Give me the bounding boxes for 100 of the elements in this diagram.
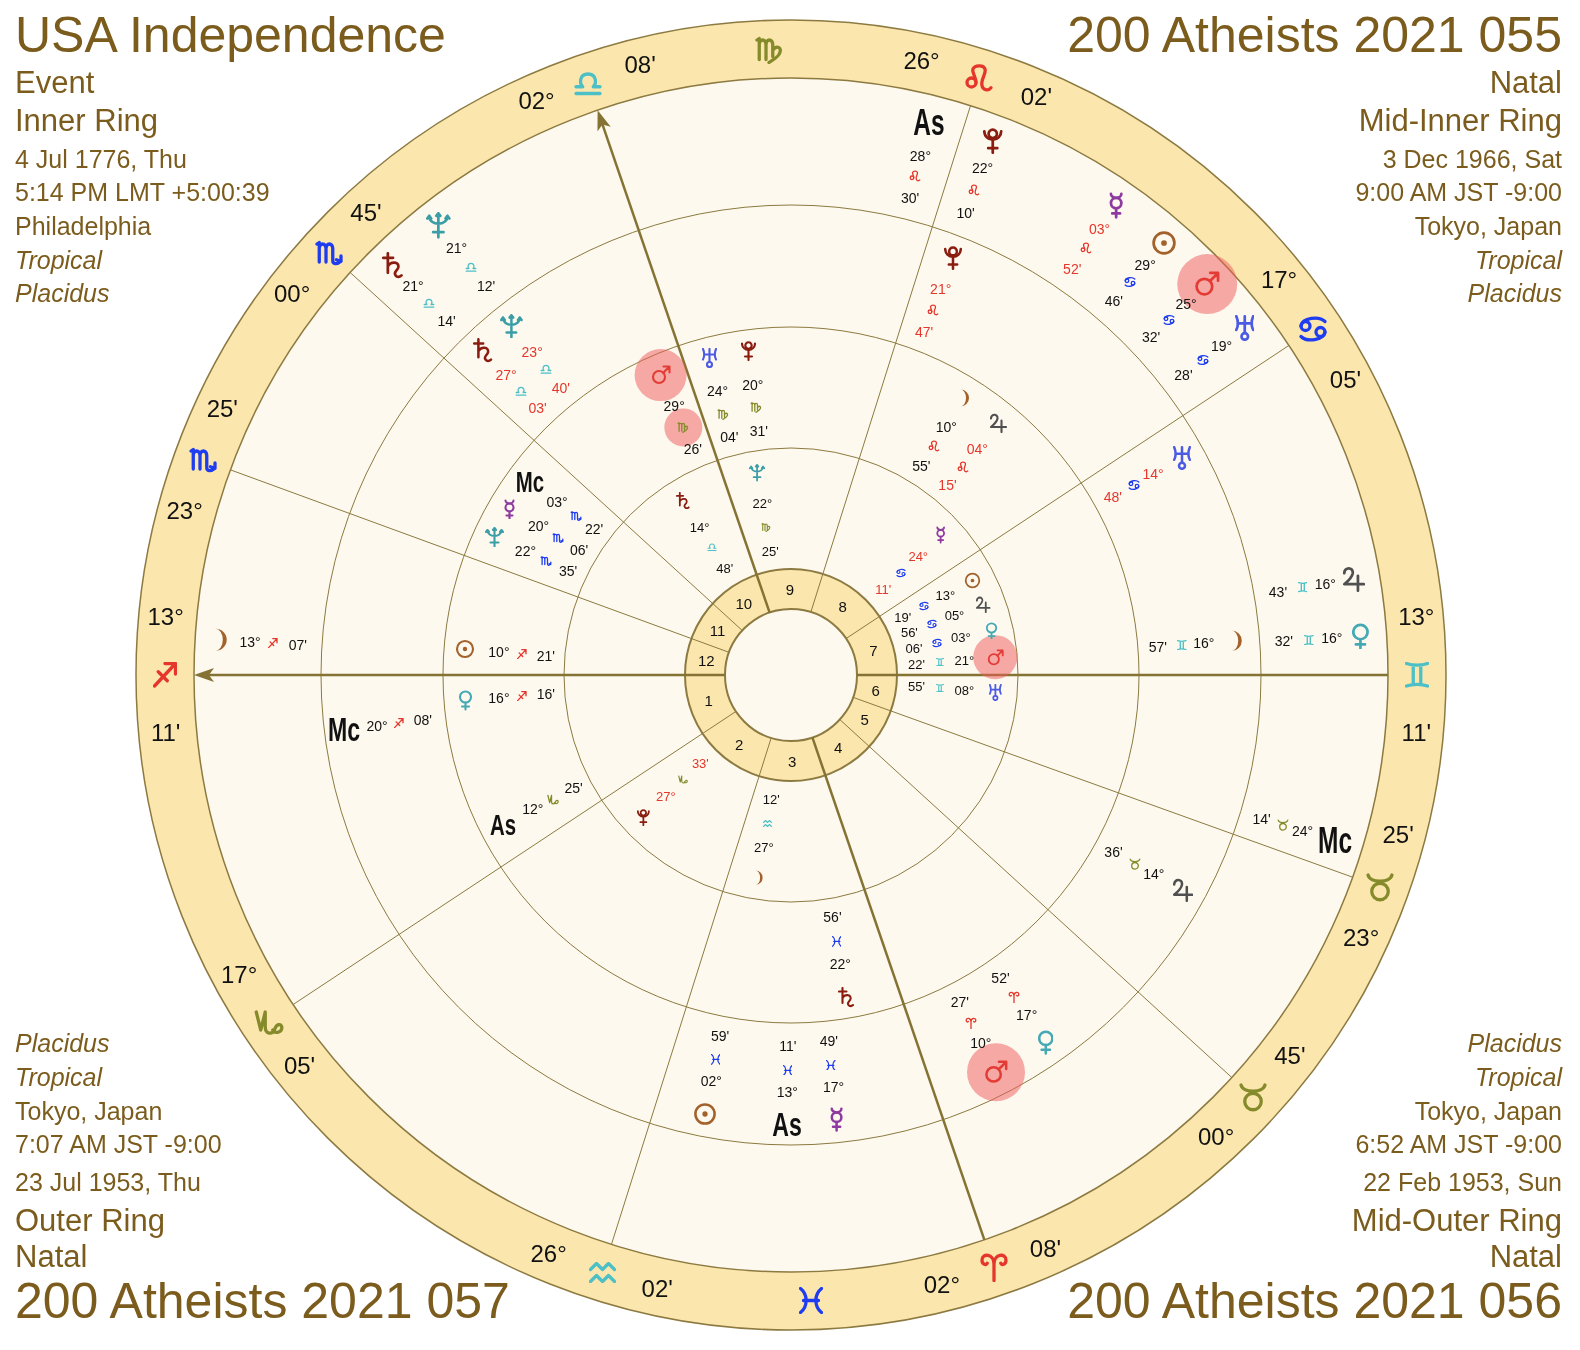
degree-label: 13° [147,605,184,629]
ring-label: Mid-Outer Ring [1351,1203,1562,1239]
degree-label: 17° [822,1079,845,1094]
arc-minute-label: 35' [558,564,578,579]
degree-label: 12° [522,802,544,817]
arc-minute-label: 59' [711,1029,730,1044]
degree-label: 21° [402,279,424,294]
arc-minute-label: 48' [1103,489,1122,504]
degree-label: 17° [1260,267,1298,292]
degree-label: 14° [1143,867,1165,882]
degree-label: 27° [753,840,774,854]
arc-minute-label: 16' [536,687,555,702]
chart-angle-label: As [913,109,945,137]
place-label: Tokyo, Japan [1414,211,1562,241]
house-number: 7 [869,642,878,658]
chart-title: 200 Atheists 2021 056 [1067,1273,1562,1331]
degree-label: 24° [1292,824,1314,839]
degree-label: 19° [1211,338,1233,353]
arc-minute-label: 25' [1382,823,1414,848]
chart-title: USA Independence [15,7,446,65]
house-number: 8 [838,598,847,614]
arc-minute-label: 22' [908,657,925,671]
arc-minute-label: 08' [413,713,432,728]
house-number: 3 [787,753,797,769]
degree-label: 23° [1342,926,1380,951]
arc-minute-label: 52' [1063,261,1082,276]
degree-label: 23° [166,499,203,524]
degree-label: 10° [935,419,957,434]
arc-minute-label: 14' [1252,811,1271,826]
degree-label: 25° [1175,296,1197,311]
arc-minute-label: 27' [950,995,969,1009]
degree-label: 02° [923,1272,960,1297]
house-number: 11 [709,622,726,638]
arc-minute-label: 31' [749,424,768,439]
degree-label: 13° [776,1084,798,1099]
arc-minute-label: 45' [1274,1044,1306,1069]
degree-label: 02° [518,88,555,113]
degree-label: 10° [488,645,510,659]
degree-label: 10° [970,1035,992,1050]
degree-label: 27° [656,789,676,803]
chart-type-label: Natal [15,1239,88,1275]
arc-minute-label: 32' [1274,634,1293,649]
chart-type-label: Natal [1489,65,1562,101]
arc-minute-label: 48' [716,561,734,575]
arc-minute-label: 15' [938,478,957,493]
ring-label: Inner Ring [15,103,159,139]
arc-minute-label: 46' [1104,294,1123,309]
degree-label: 20° [527,519,550,534]
chart-angle-label: As [489,813,516,837]
arc-minute-label: 06' [905,641,923,655]
arc-minute-label: 11' [779,1039,797,1053]
arc-minute-label: 08' [1029,1237,1062,1262]
arc-minute-label: 55' [912,459,931,474]
arc-minute-label: 26' [683,442,703,457]
degree-label: 16° [1193,636,1215,651]
place-label: Tokyo, Japan [1414,1096,1562,1126]
arc-minute-label: 04' [720,429,739,444]
house-number: 6 [871,682,880,698]
house-number: 9 [785,581,795,597]
place-label: Philadelphia [15,211,152,241]
zodiac-label: Tropical [1474,1062,1562,1092]
date-label: 22 Feb 1953, Sun [1363,1167,1562,1197]
degree-label: 22° [514,544,536,559]
arc-minute-label: 10' [956,205,975,220]
arc-minute-label: 36' [1104,845,1123,860]
arc-minute-label: 05' [283,1053,316,1078]
degree-label: 16° [488,691,510,705]
zodiac-label: Tropical [15,245,103,275]
degree-label: 24° [707,384,729,399]
chart-angle-label: Mc [328,716,361,743]
degree-label: 20° [366,718,388,733]
degree-label: 00° [1197,1125,1235,1150]
arc-minute-label: 45' [350,200,382,225]
degree-label: 16° [1314,576,1336,591]
degree-label: 00° [273,281,311,306]
time-label: 9:00 AM JST -9:00 [1355,177,1562,207]
degree-label: 13° [1398,605,1435,629]
degree-label: 21° [446,241,468,256]
arc-minute-label: 25' [564,781,583,796]
degree-label: 29° [1134,257,1156,272]
chart-angle-label: Mc [1318,827,1353,856]
arc-minute-label: 07' [288,637,308,652]
arc-minute-label: 12' [477,279,496,294]
house-number: 10 [735,595,753,611]
time-label: 5:14 PM LMT +5:00:39 [15,177,270,207]
chart-angle-label: As [772,1112,802,1138]
arc-minute-label: 57' [1148,639,1168,654]
arc-minute-label: 28' [1174,367,1193,382]
house-number: 2 [735,736,744,752]
chart-title: 200 Atheists 2021 055 [1067,7,1562,65]
degree-label: 17° [1016,1008,1038,1023]
degree-label: 13° [935,588,956,602]
arc-minute-label: 25' [206,396,238,421]
place-label: Tokyo, Japan [15,1096,163,1126]
house-system-label: Placidus [1467,1028,1562,1058]
date-label: 23 Jul 1953, Thu [15,1167,201,1197]
arc-minute-label: 11' [875,582,892,596]
degree-label: 04° [966,441,988,456]
arc-minute-label: 47' [914,324,934,339]
house-number: 1 [704,692,713,708]
